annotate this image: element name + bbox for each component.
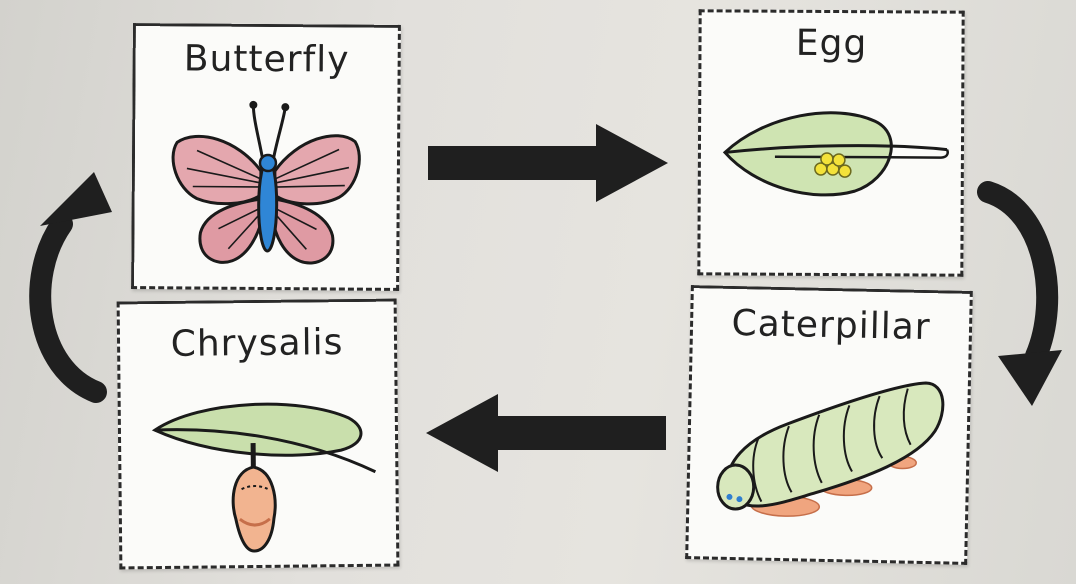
card-title-butterfly: Butterfly bbox=[136, 38, 398, 81]
card-caterpillar: Caterpillar bbox=[685, 285, 973, 565]
card-chrysalis: Chrysalis bbox=[117, 299, 400, 570]
egg-on-leaf-illustration bbox=[715, 92, 956, 213]
arrow-chrysalis-to-butterfly bbox=[16, 168, 126, 408]
card-title-chrysalis: Chrysalis bbox=[120, 322, 394, 366]
card-egg: Egg bbox=[697, 9, 964, 276]
arrow-egg-to-caterpillar bbox=[976, 180, 1076, 420]
arrow-butterfly-to-egg bbox=[424, 118, 674, 208]
card-title-egg: Egg bbox=[701, 22, 961, 64]
arrow-caterpillar-to-chrysalis bbox=[420, 388, 670, 478]
butterfly-illustration bbox=[166, 98, 367, 269]
chrysalis-illustration bbox=[141, 388, 383, 561]
caterpillar-illustration bbox=[705, 366, 959, 541]
card-title-caterpillar: Caterpillar bbox=[693, 302, 970, 349]
card-butterfly: Butterfly bbox=[131, 23, 401, 291]
